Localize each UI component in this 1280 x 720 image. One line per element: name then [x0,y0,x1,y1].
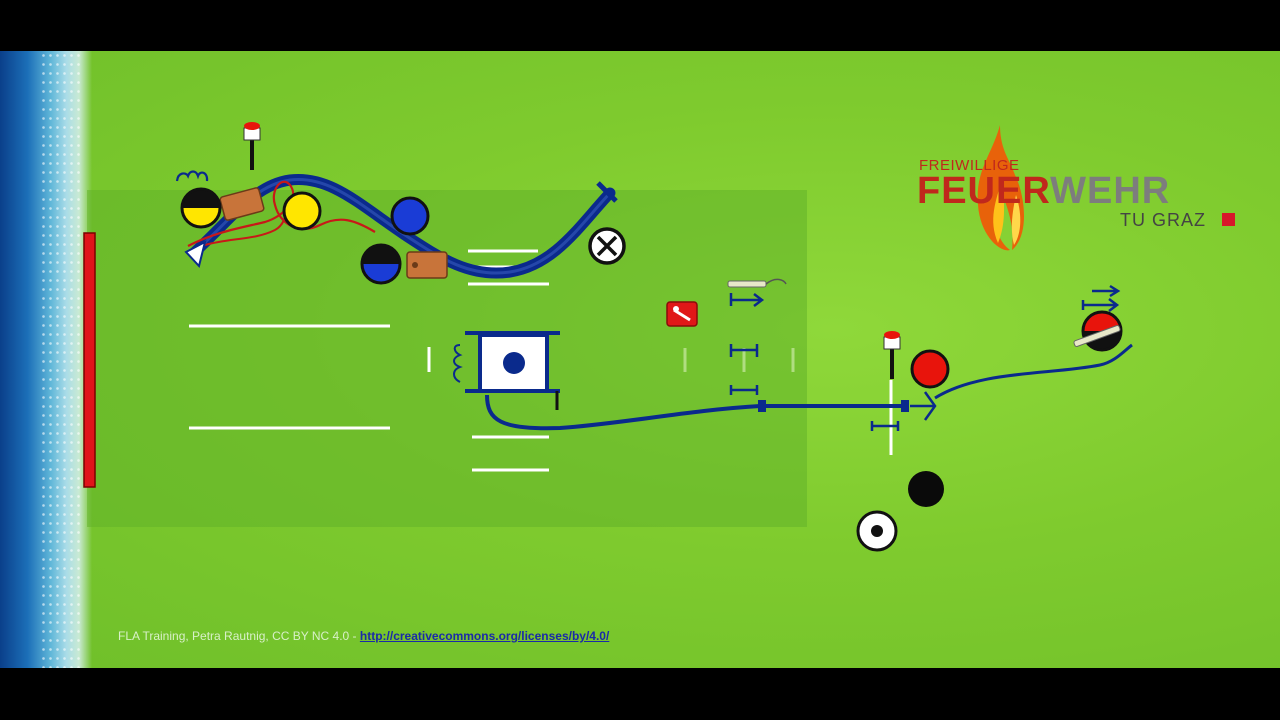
hose-coupling-end [596,181,618,203]
logo-sub: TU GRAZ [1120,210,1206,230]
hose-coupling [219,187,448,279]
training-field: FREIWILLIGE FEUERWEHR TU GRAZ FLA Traini… [0,51,1280,668]
logo-main-grey: WEHR [1050,170,1171,212]
logo-main: FEUERWEHR [917,171,1170,211]
logo-line1: FREIWILLIGE [919,157,1020,174]
hydrant-key-icon [666,301,698,327]
person-marker-black [908,471,944,507]
person-marker-yellow [180,187,222,229]
fire-brigade-logo: FREIWILLIGE FEUERWEHR TU GRAZ [915,105,1245,255]
target-symbol [856,510,898,552]
top-letterbox-bar [0,0,1280,51]
faint-lines [683,348,795,372]
logo-square [1222,213,1235,226]
credit-line: FLA Training, Petra Rautnig, CC BY NC 4.… [118,629,609,643]
logo-main-red: FEUER [917,170,1051,212]
person-marker-yellow-solid [282,191,322,231]
person-marker-red-half [1073,310,1123,352]
license-link[interactable]: http://creativecommons.org/licenses/by/4… [359,629,610,643]
hose-coupling [758,400,766,412]
hose-reserve-symbols [729,284,1121,431]
guide-rope [187,180,376,247]
barrier-bar [83,232,96,488]
person-marker-blue-half [360,243,402,285]
tool-bracket-icon [175,170,209,182]
strainer-icon [184,240,207,269]
nozzle-icon [727,278,787,288]
bottom-letterbox-bar [0,668,1280,720]
person-marker-red [910,349,950,389]
flame-icon [977,125,1025,251]
water-foam [40,51,80,668]
training-zone [87,190,807,527]
distributor-icon [910,391,937,421]
credit-text: FLA Training, Petra Rautnig, CC BY NC 4.… [118,629,360,643]
supply-hose [485,394,905,431]
pump-unit [453,331,560,410]
marker-stake [883,331,901,379]
drill-diagram [83,122,1133,552]
attack-hose [934,343,1133,400]
person-marker-blue [390,196,430,236]
valve-symbol [588,227,626,265]
hose-coupling [901,400,909,412]
marker-stake [243,122,261,170]
